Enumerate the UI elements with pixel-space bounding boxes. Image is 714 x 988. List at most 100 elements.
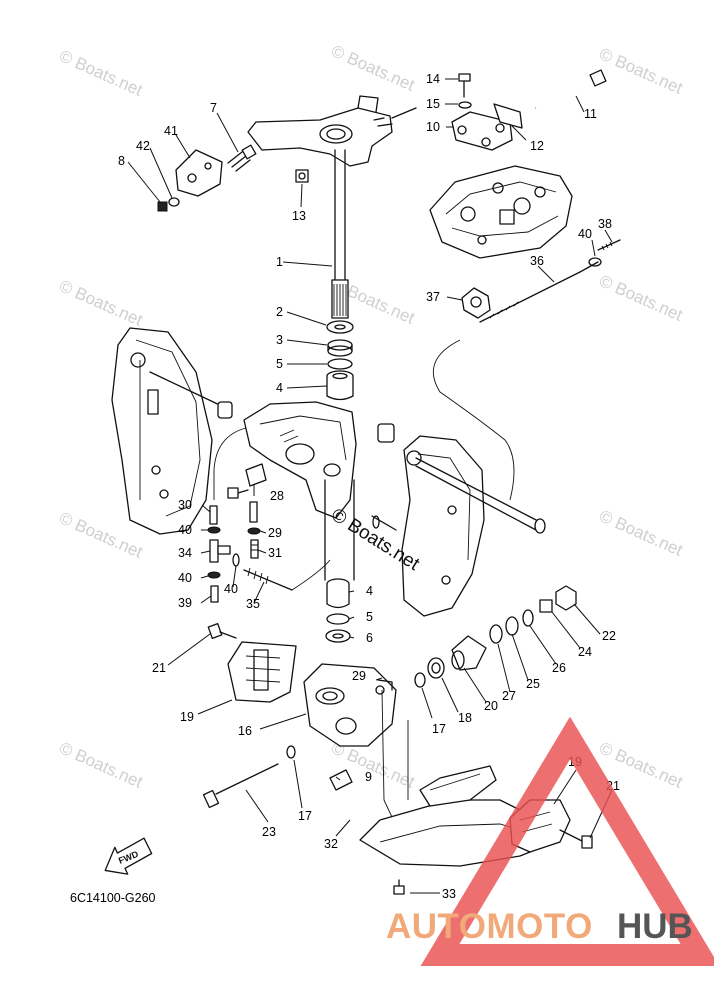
part-40-clip <box>588 257 602 267</box>
callout-number: 2 <box>276 305 283 319</box>
grease-hose <box>213 427 247 500</box>
part-40-clip <box>232 553 240 567</box>
watermark: © Boats.net <box>328 41 417 95</box>
diagram-code: 6C14100-G260 <box>70 891 156 905</box>
callout-number: 17 <box>298 809 312 823</box>
part-10-bracket <box>451 111 513 151</box>
part-41-bracket <box>175 149 223 197</box>
callout-number: 1 <box>276 255 283 269</box>
pivot-rod <box>149 371 227 409</box>
part-21-bolt <box>207 623 237 639</box>
watermark: © Boats.net <box>56 276 145 330</box>
callout-number: 8 <box>118 154 125 168</box>
pivot-bushing-left <box>217 401 233 419</box>
part-23-long-bolt <box>202 763 279 809</box>
part-17-washer <box>414 672 426 688</box>
brand-name-primary: AUTOMOTO <box>386 907 593 946</box>
clamp-bracket-right <box>401 435 485 617</box>
callout-number: 10 <box>426 120 440 134</box>
callout-number: 23 <box>262 825 276 839</box>
part-33-bolt <box>393 879 405 895</box>
callout-number: 27 <box>502 689 516 703</box>
steering-arm <box>247 95 417 167</box>
callout-number: 31 <box>268 546 282 560</box>
steering-column <box>324 479 355 581</box>
brand-name-secondary: HUB <box>617 907 693 946</box>
callout-number: 34 <box>178 546 192 560</box>
callout-number: 4 <box>366 584 373 598</box>
part-40-clip <box>207 571 221 579</box>
tilt-tube <box>415 457 546 534</box>
part-2-washer <box>326 320 354 334</box>
part-20-mount-rubber <box>451 635 487 671</box>
callout-number: 40 <box>578 227 592 241</box>
callout-number: 36 <box>530 254 544 268</box>
part-12-plate <box>493 103 523 129</box>
callout-number: 33 <box>442 887 456 901</box>
callout-number: 17 <box>432 722 446 736</box>
callout-number: 24 <box>578 645 592 659</box>
callout-number: 9 <box>365 770 372 784</box>
upper-mount-plate <box>429 165 573 259</box>
part-17-washer <box>286 745 296 759</box>
part-4-bushing <box>326 370 354 401</box>
watermark: © Boats.net <box>596 506 685 560</box>
callout-number: 5 <box>276 357 283 371</box>
steering-cable <box>432 339 515 501</box>
callout-number: 5 <box>366 610 373 624</box>
part-16-lower-mount <box>303 663 397 747</box>
part-21-bolt-right <box>559 829 593 849</box>
brand-logo: AUTOMOTO HUB <box>386 716 714 966</box>
callout-number: 37 <box>426 290 440 304</box>
part-14-bolt <box>458 73 471 98</box>
part-7-screw <box>227 144 257 172</box>
callout-number: 29 <box>352 669 366 683</box>
part-18-bushing <box>427 657 445 679</box>
callout-labels: 1 2 3 4 4 5 5 6 7 8 9 10 11 12 13 14 15 … <box>118 72 620 901</box>
part-40-clip <box>207 526 221 534</box>
callout-number: 25 <box>526 677 540 691</box>
part-42-washer <box>168 197 180 207</box>
part-19-bracket <box>227 641 297 703</box>
part-28-clamp <box>245 463 267 487</box>
part-34-tee-fitting <box>209 539 231 563</box>
part-31-fitting <box>250 539 259 559</box>
part-25-washer <box>505 616 519 636</box>
callout-number: 18 <box>458 711 472 725</box>
callout-number: 22 <box>602 629 616 643</box>
callout-number: 41 <box>164 124 178 138</box>
callout-number: 39 <box>178 596 192 610</box>
callout-number: 19 <box>180 710 194 724</box>
callout-number: 4 <box>276 381 283 395</box>
callout-number: 7 <box>210 101 217 115</box>
callout-number: 40 <box>178 571 192 585</box>
callout-number: 20 <box>484 699 498 713</box>
part-4-bushing-lower <box>326 578 350 609</box>
part-30-hose <box>209 505 218 525</box>
part-29-clip <box>247 527 261 535</box>
callout-number: 40 <box>224 582 238 596</box>
part-22-cap-nut <box>555 585 577 611</box>
watermark: © Boats.net <box>56 738 145 792</box>
part-9-grommet <box>329 769 353 791</box>
callout-number: 42 <box>136 139 150 153</box>
part-37-clip <box>461 287 491 319</box>
part-1-steering-shaft <box>331 149 349 319</box>
part-5-o-ring <box>327 358 353 370</box>
part-15-washer <box>458 101 472 109</box>
part-13-nut <box>295 169 309 183</box>
pivot-bushing-right <box>377 423 395 443</box>
callout-number: 15 <box>426 97 440 111</box>
part-8-nut <box>157 201 168 212</box>
watermark: © Boats.net <box>56 46 145 100</box>
watermark: © Boats.net <box>596 271 685 325</box>
clamp-bracket-left <box>111 327 213 535</box>
callout-number: 12 <box>530 139 544 153</box>
part-27-washer <box>489 624 503 644</box>
part-38-bolt <box>597 239 621 251</box>
callout-number: 29 <box>268 526 282 540</box>
callout-number: 26 <box>552 661 566 675</box>
callout-number: 16 <box>238 724 252 738</box>
callout-number: 3 <box>276 333 283 347</box>
